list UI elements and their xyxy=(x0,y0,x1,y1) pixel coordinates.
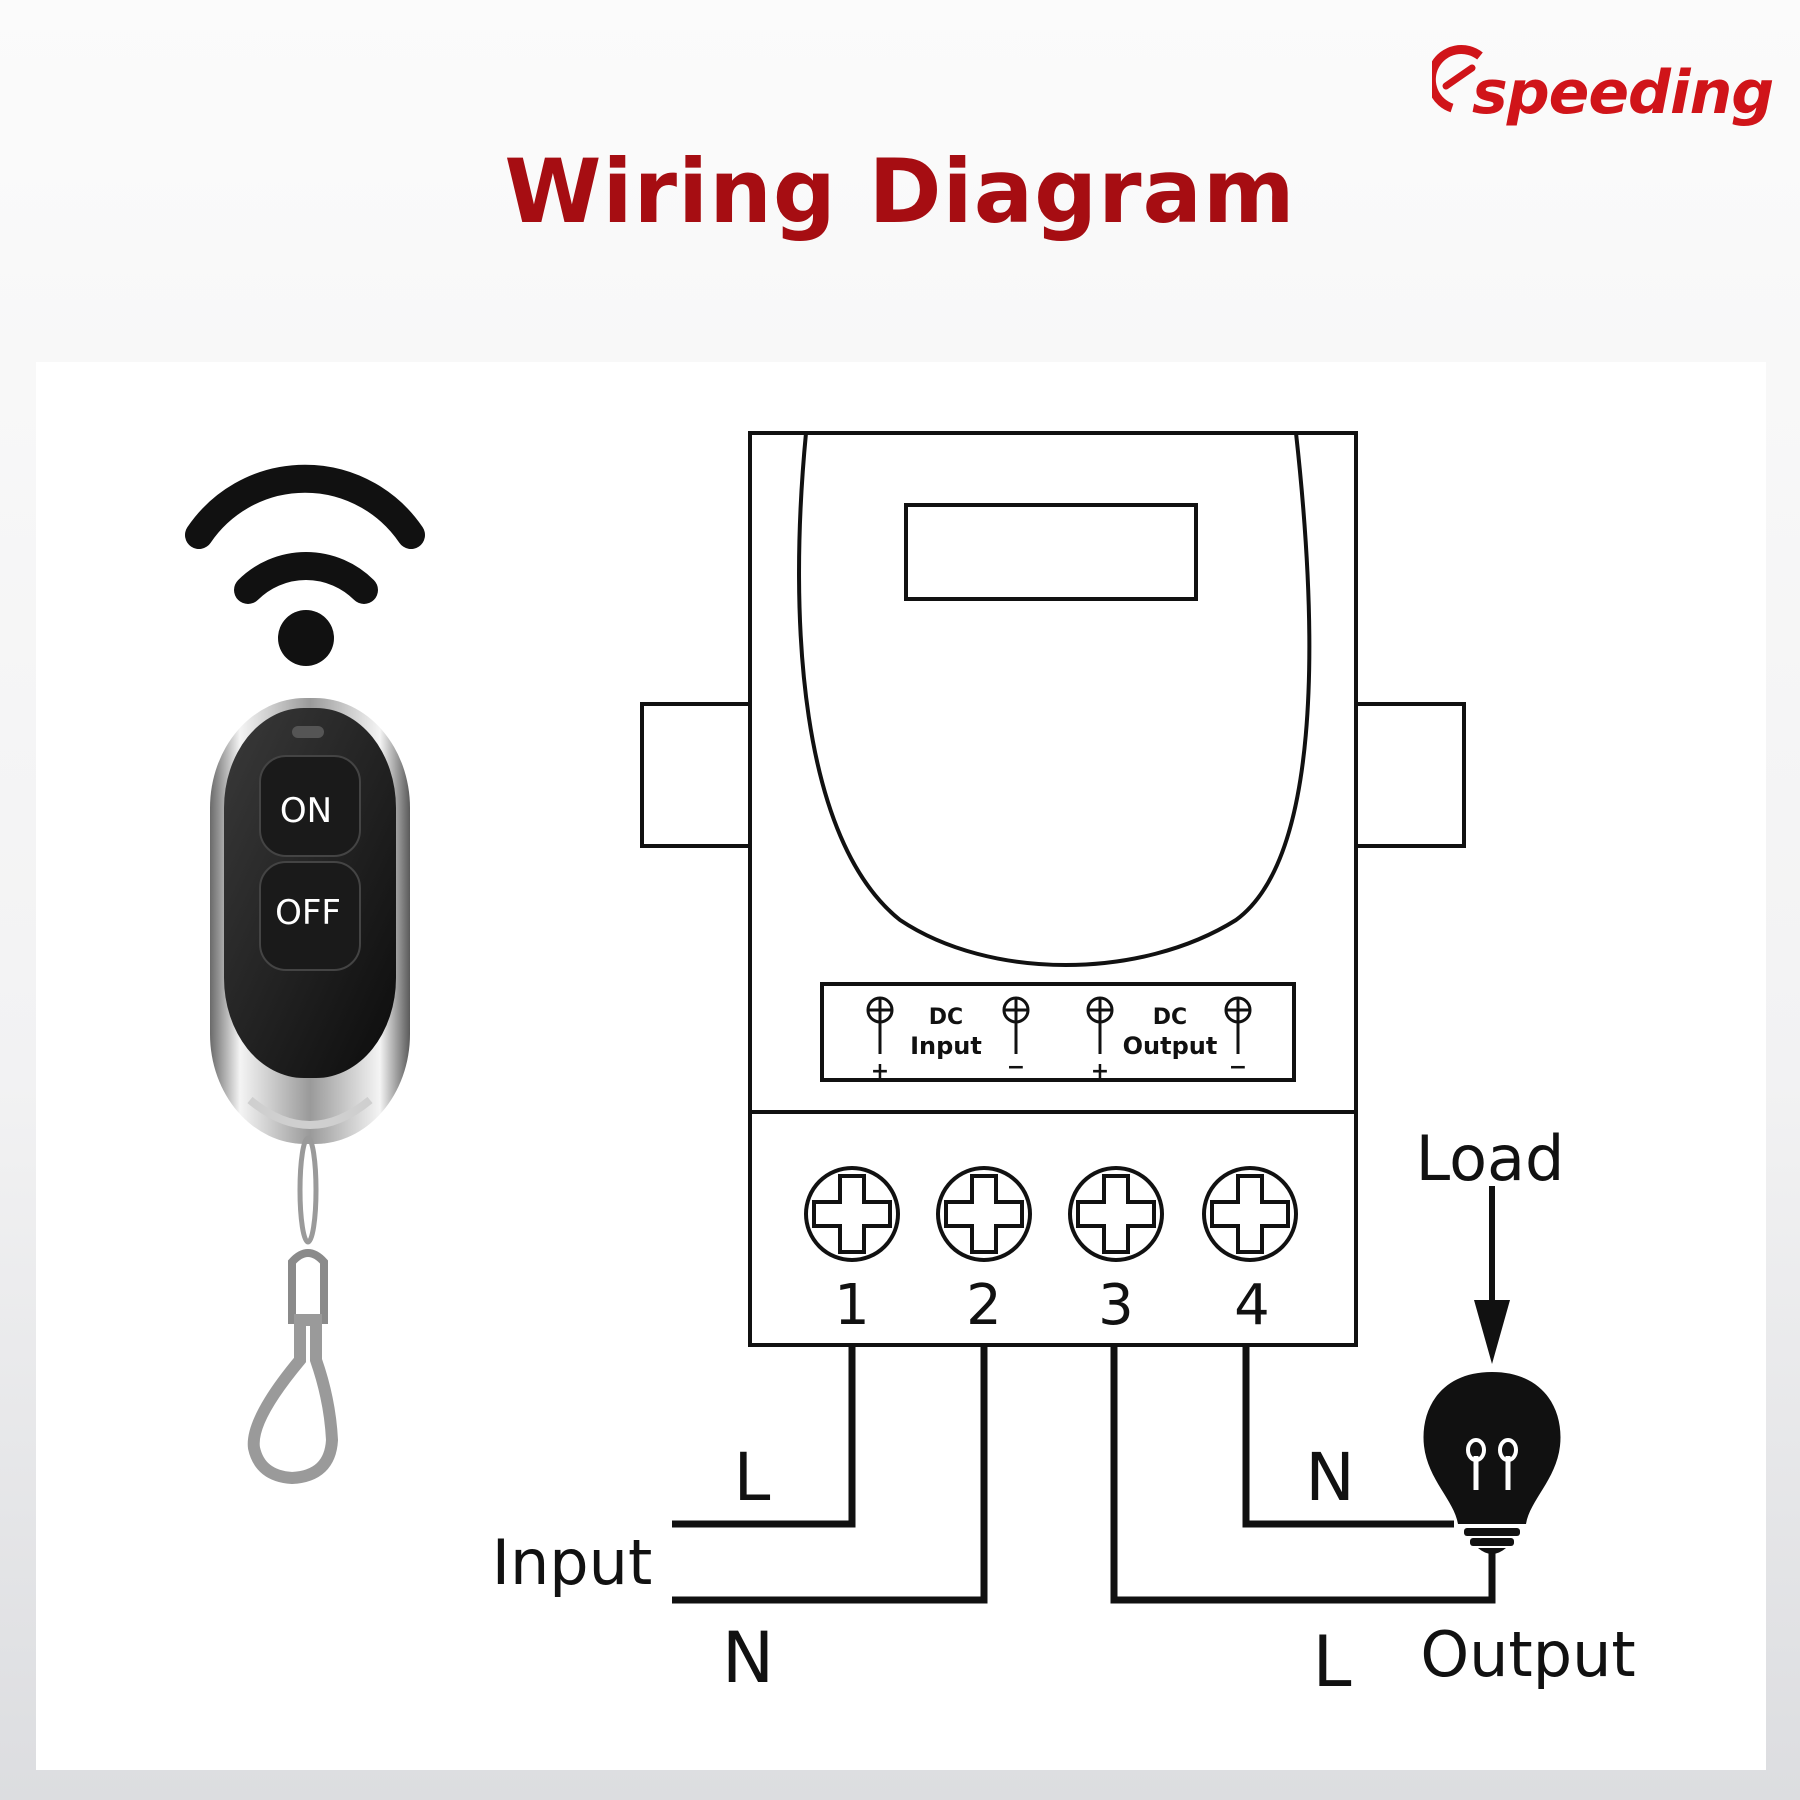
module-cover xyxy=(797,432,1312,967)
dc-input-label-top: DC xyxy=(929,1005,963,1030)
dc-output-label-top: DC xyxy=(1153,1005,1187,1030)
output-l-label: L xyxy=(1313,1621,1352,1703)
dc-terminal-strip xyxy=(820,982,1296,1082)
screw-terminal-2-icon xyxy=(936,1166,1032,1262)
brand-logo: speeding xyxy=(1432,36,1774,132)
output-label: Output xyxy=(1420,1618,1635,1691)
terminal-label-2: 2 xyxy=(966,1273,1002,1338)
dc-input-label-bottom: Input xyxy=(910,1032,982,1060)
page-title: Wiring Diagram xyxy=(504,140,1296,243)
remote-on-label: ON xyxy=(280,791,332,831)
input-l-label: L xyxy=(734,1439,771,1516)
dc-output-label-bottom: Output xyxy=(1123,1032,1218,1060)
terminal-label-4: 4 xyxy=(1234,1273,1270,1338)
light-bulb-icon xyxy=(1423,1372,1561,1554)
output-n-wire xyxy=(1242,1345,1454,1528)
screw-terminal-3-icon xyxy=(1068,1166,1164,1262)
remote-off-label: OFF xyxy=(275,893,341,933)
remote-control: ON OFF xyxy=(210,698,410,1485)
relay-module xyxy=(640,431,1466,1347)
screw-terminals xyxy=(804,1166,1298,1262)
output-l-wire xyxy=(1110,1345,1496,1604)
remote-led-icon xyxy=(292,726,324,738)
dc-output-plus: + xyxy=(1091,1059,1109,1084)
module-label-window xyxy=(904,503,1198,601)
terminal-label-3: 3 xyxy=(1098,1273,1134,1338)
terminal-label-1: 1 xyxy=(834,1273,870,1338)
wires xyxy=(672,1186,1496,1604)
remote-on-button[interactable] xyxy=(259,755,361,857)
speedometer-icon xyxy=(1432,45,1483,113)
dc-input-plus: + xyxy=(871,1059,889,1084)
output-n-label: N xyxy=(1305,1439,1354,1516)
dc-input-minus: − xyxy=(1007,1055,1025,1080)
input-label: Input xyxy=(492,1526,653,1599)
remote-off-button[interactable] xyxy=(259,861,361,971)
dc-terminal-symbols xyxy=(866,996,1252,1054)
screw-terminal-1-icon xyxy=(804,1166,900,1262)
wifi-signal-icon xyxy=(185,464,425,666)
brand-name: speeding xyxy=(1472,58,1774,128)
input-n-wire xyxy=(672,1345,988,1604)
mounting-tab-right xyxy=(1354,702,1466,848)
key-ring-icon xyxy=(297,1135,319,1245)
mounting-tab-left xyxy=(640,702,752,848)
input-l-wire xyxy=(672,1345,856,1528)
dc-output-minus: − xyxy=(1229,1055,1247,1080)
keychain-clasp-icon xyxy=(247,1314,339,1485)
screw-terminal-4-icon xyxy=(1202,1166,1298,1262)
load-label: Load xyxy=(1416,1122,1565,1195)
load-arrow-icon xyxy=(1474,1300,1510,1364)
input-n-label: N xyxy=(722,1617,774,1699)
